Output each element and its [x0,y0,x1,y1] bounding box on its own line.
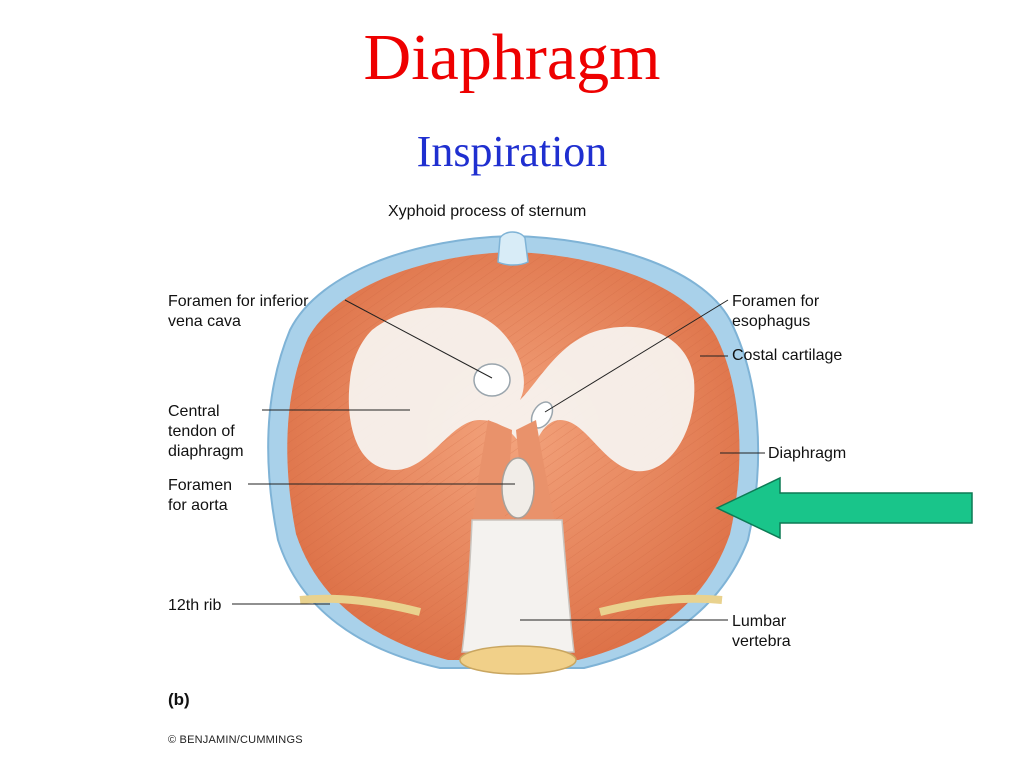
copyright-credit: © BENJAMIN/CUMMINGS [168,734,303,746]
label-diaphragm: Diaphragm [768,445,847,462]
lumbar-vertebra [461,519,575,653]
leader-lines [232,299,765,621]
label-xyphoid: Xyphoid process of sternum [388,203,587,220]
foramen-aorta [501,457,535,519]
label-lumbar-vertebra: Lumbar vertebra [732,613,791,650]
rib-12-left [299,594,421,616]
rib-12-right [599,594,723,616]
foramen-ivc [473,363,511,397]
label-central-tendon: Central tendon of diaphragm [168,403,244,460]
xyphoid-process [497,231,529,266]
slide-title: Diaphragm [363,21,661,94]
central-tendon [348,307,695,472]
panel-label: (b) [168,690,190,709]
left-arrow-icon [715,476,973,540]
label-foramen-ivc: Foramen for inferior vena cava [168,293,309,330]
label-costal-cartilage: Costal cartilage [732,347,843,364]
label-foramen-aorta: Foramen for aorta [168,477,233,514]
label-12th-rib: 12th rib [168,597,222,614]
slide-subtitle: Inspiration [416,127,608,176]
label-foramen-esophagus: Foramen for esophagus [732,293,820,330]
